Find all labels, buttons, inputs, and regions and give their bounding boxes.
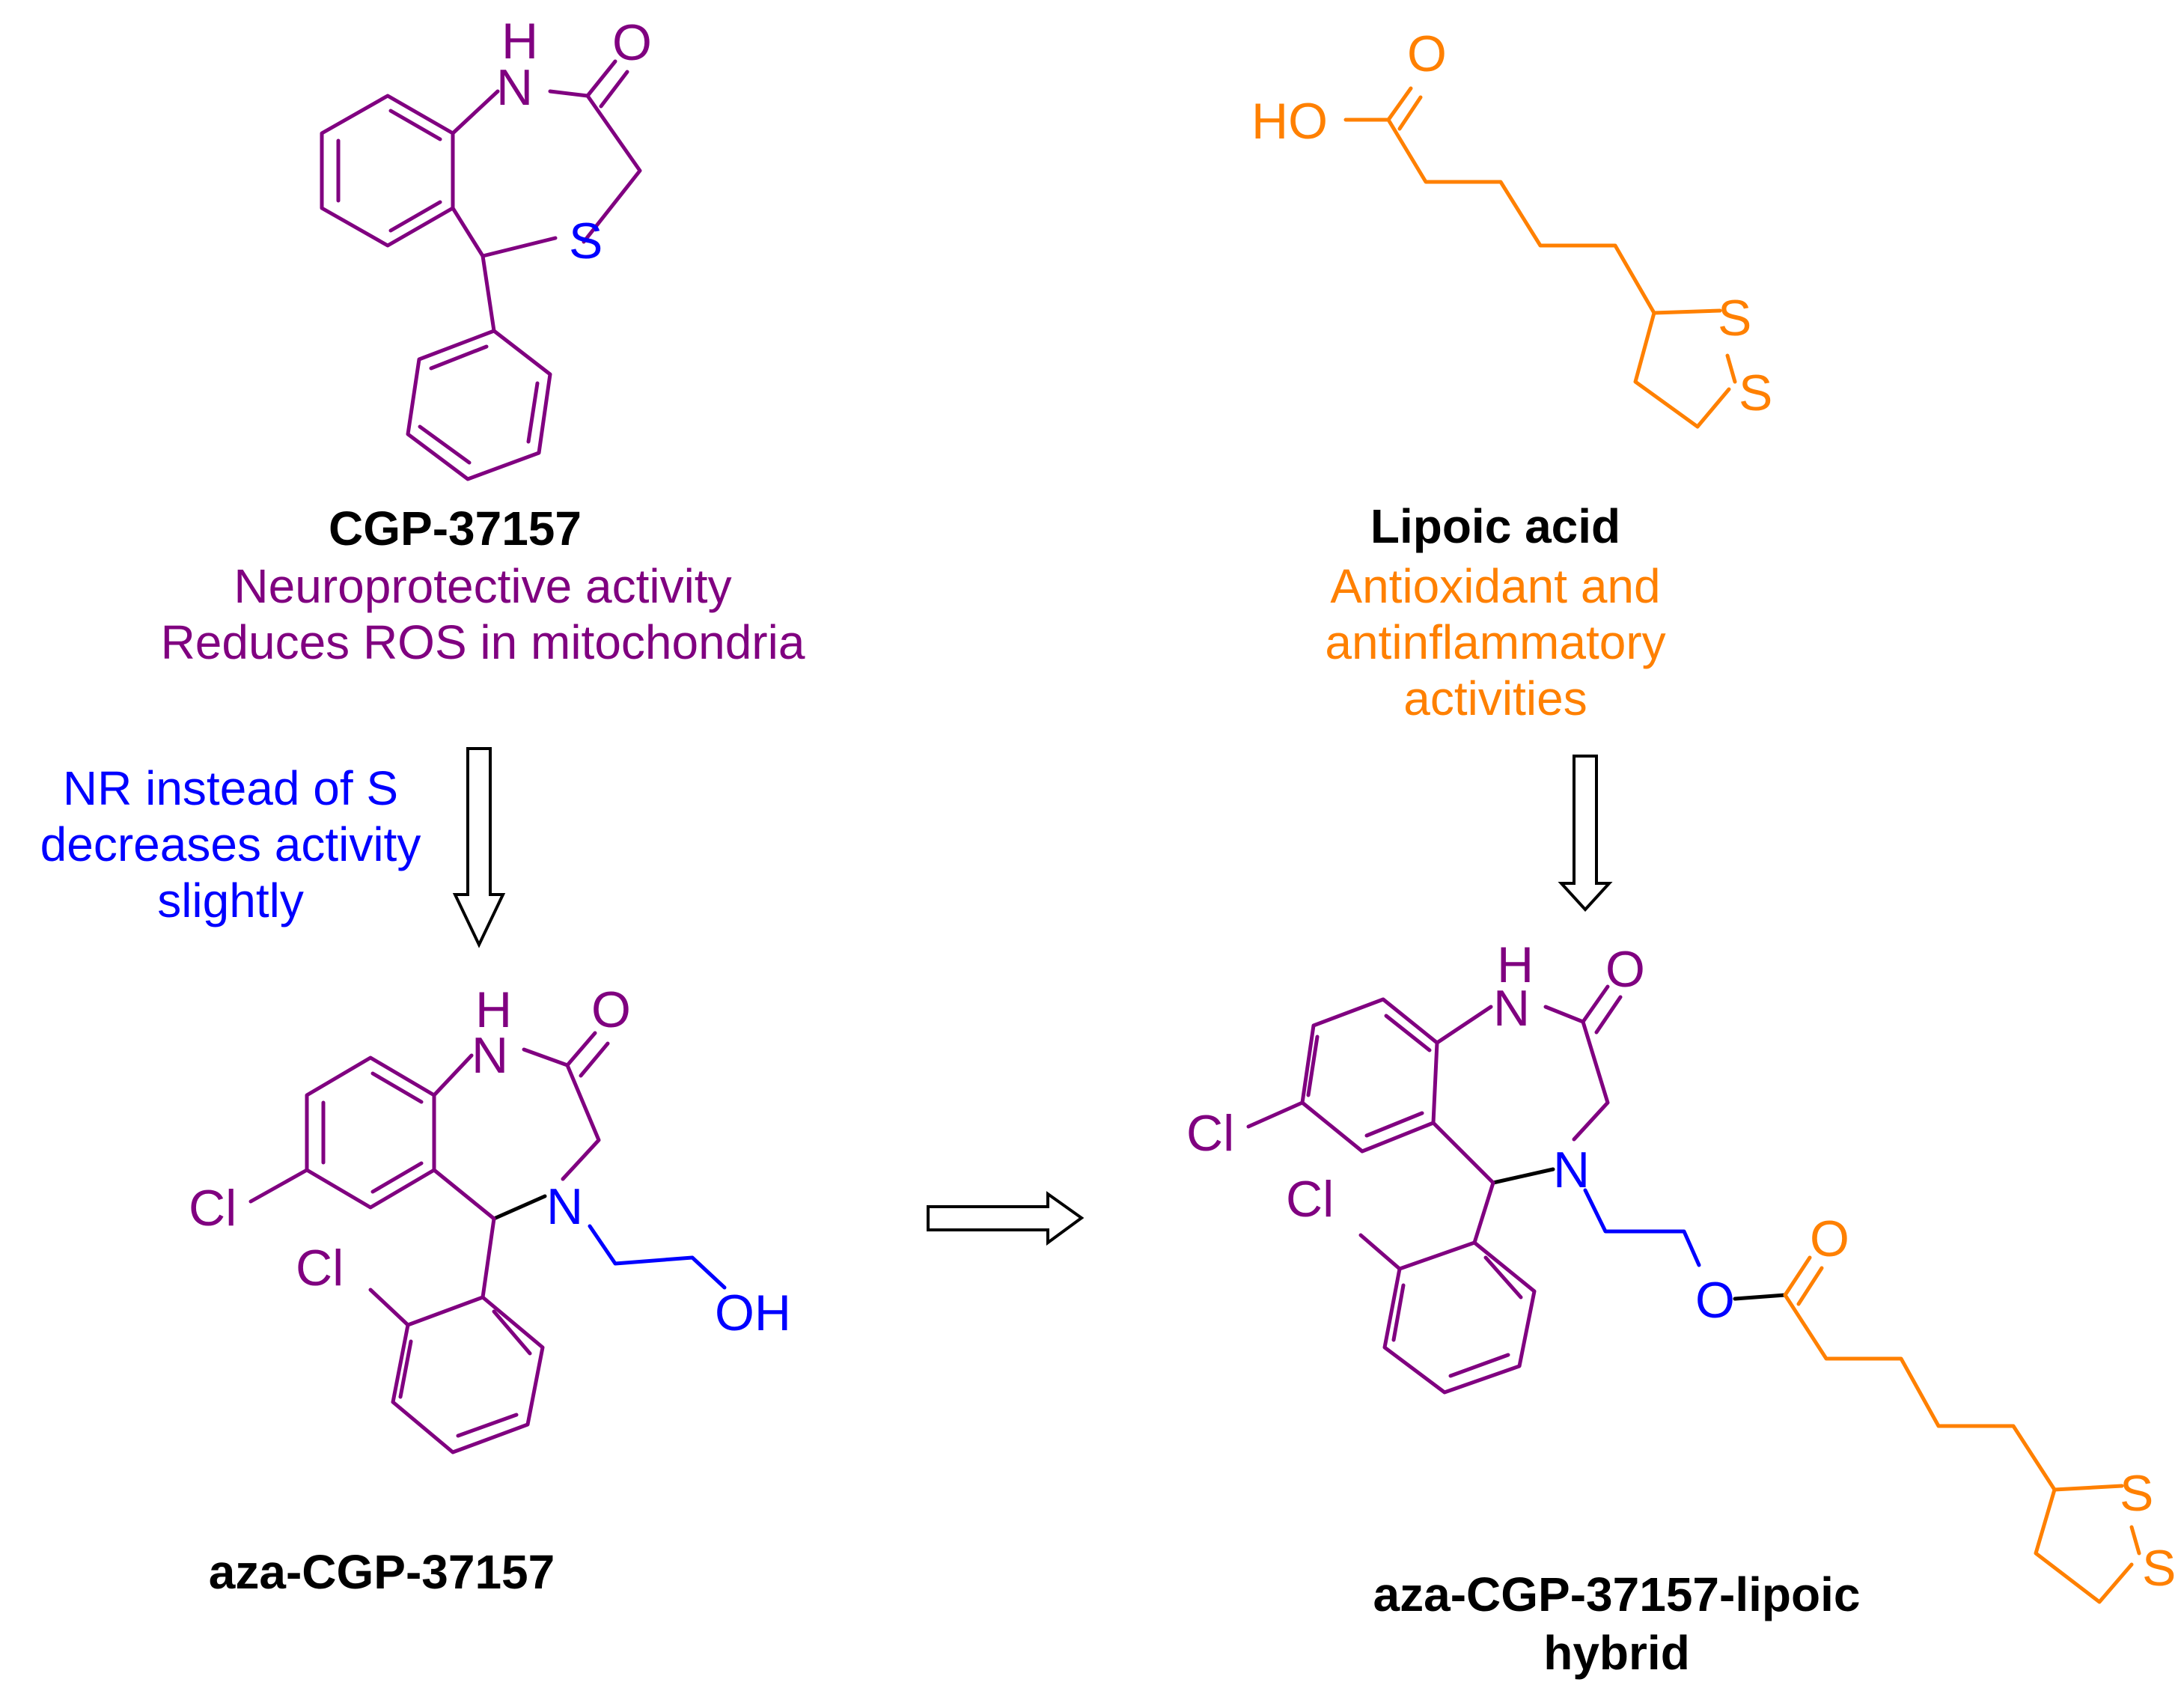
lipoic-note-line2: antinflammatory [1325, 615, 1665, 669]
hybrid-carbonyl-o-atom: O [1810, 1210, 1849, 1267]
lipoic-acid-caption: Lipoic acid Antioxidant and antinflammat… [1325, 499, 1665, 725]
aza-cgp-caption: aza-CGP-37157 [209, 1545, 555, 1599]
lipoic-ho-atom: HO [1251, 93, 1328, 150]
hybrid-caption: aza-CGP-37157-lipoic hybrid [1373, 1568, 1861, 1680]
aza-n1-atom: N [472, 1027, 508, 1084]
arrow-cgp-to-aza [452, 747, 506, 948]
lipoic-note-line1: Antioxidant and [1330, 559, 1660, 613]
lipoic-note-line3: activities [1403, 671, 1587, 725]
aza-o-atom: O [591, 981, 631, 1038]
arrow-lipoic-to-hybrid [1558, 755, 1613, 912]
cgp-s-atom: S [569, 213, 603, 269]
cgp-n-atom: N [496, 59, 533, 116]
cgp-name: CGP-37157 [329, 502, 582, 555]
aza-h-atom: H [475, 981, 512, 1038]
aza-oh-atom: OH [715, 1285, 791, 1341]
hybrid-o-atom: O [1605, 941, 1645, 998]
lipoic-name: Lipoic acid [1370, 499, 1620, 553]
aza-cgp-atoms: H N O N Cl Cl OH [189, 981, 791, 1341]
cgp-h-atom: H [501, 13, 538, 70]
hybrid-ring-cl-atom: Cl [1186, 1105, 1234, 1162]
modification-note-line3: slightly [157, 874, 304, 927]
cgp-37157-atoms: H N O S [496, 13, 652, 269]
hybrid-atoms: H N O N Cl Cl O O S S [1186, 936, 2176, 1597]
hybrid-structure [1246, 984, 2141, 1604]
cgp-37157-caption: CGP-37157 Neuroprotective activity Reduc… [161, 502, 805, 669]
arrow-aza-to-hybrid [927, 1191, 1085, 1246]
aza-name: aza-CGP-37157 [209, 1545, 555, 1599]
modification-note-line2: decreases activity [40, 817, 421, 871]
lipoic-acid-atoms: HO O S S [1251, 25, 1772, 421]
cgp-37157-structure [320, 59, 642, 481]
hybrid-phenyl-cl-atom: Cl [1286, 1171, 1334, 1228]
cgp-o-atom: O [612, 14, 652, 71]
hybrid-name-line1: aza-CGP-37157-lipoic [1373, 1568, 1861, 1621]
hybrid-n4-atom: N [1553, 1142, 1590, 1198]
modification-note: NR instead of S decreases activity sligh… [40, 761, 421, 927]
aza-n4-atom: N [546, 1178, 583, 1235]
aza-cgp-structure [248, 1031, 727, 1454]
aza-phenyl-cl-atom: Cl [296, 1240, 344, 1297]
hybrid-n1-atom: N [1493, 980, 1530, 1037]
modification-note-line1: NR instead of S [63, 761, 398, 815]
lipoic-o-atom: O [1407, 25, 1447, 82]
lipoic-acid-structure [1343, 86, 1737, 429]
hybrid-name-line2: hybrid [1543, 1626, 1690, 1680]
hybrid-s2-atom: S [2142, 1540, 2176, 1597]
hybrid-s1-atom: S [2120, 1465, 2153, 1522]
hybrid-h-atom: H [1497, 936, 1534, 993]
cgp-note-line2: Reduces ROS in mitochondria [161, 615, 805, 669]
cgp-note-line1: Neuroprotective activity [234, 559, 731, 613]
lipoic-s1-atom: S [1718, 290, 1751, 347]
hybrid-ester-o-atom: O [1695, 1272, 1735, 1329]
lipoic-s2-atom: S [1739, 365, 1772, 421]
aza-ring-cl-atom: Cl [189, 1180, 237, 1237]
